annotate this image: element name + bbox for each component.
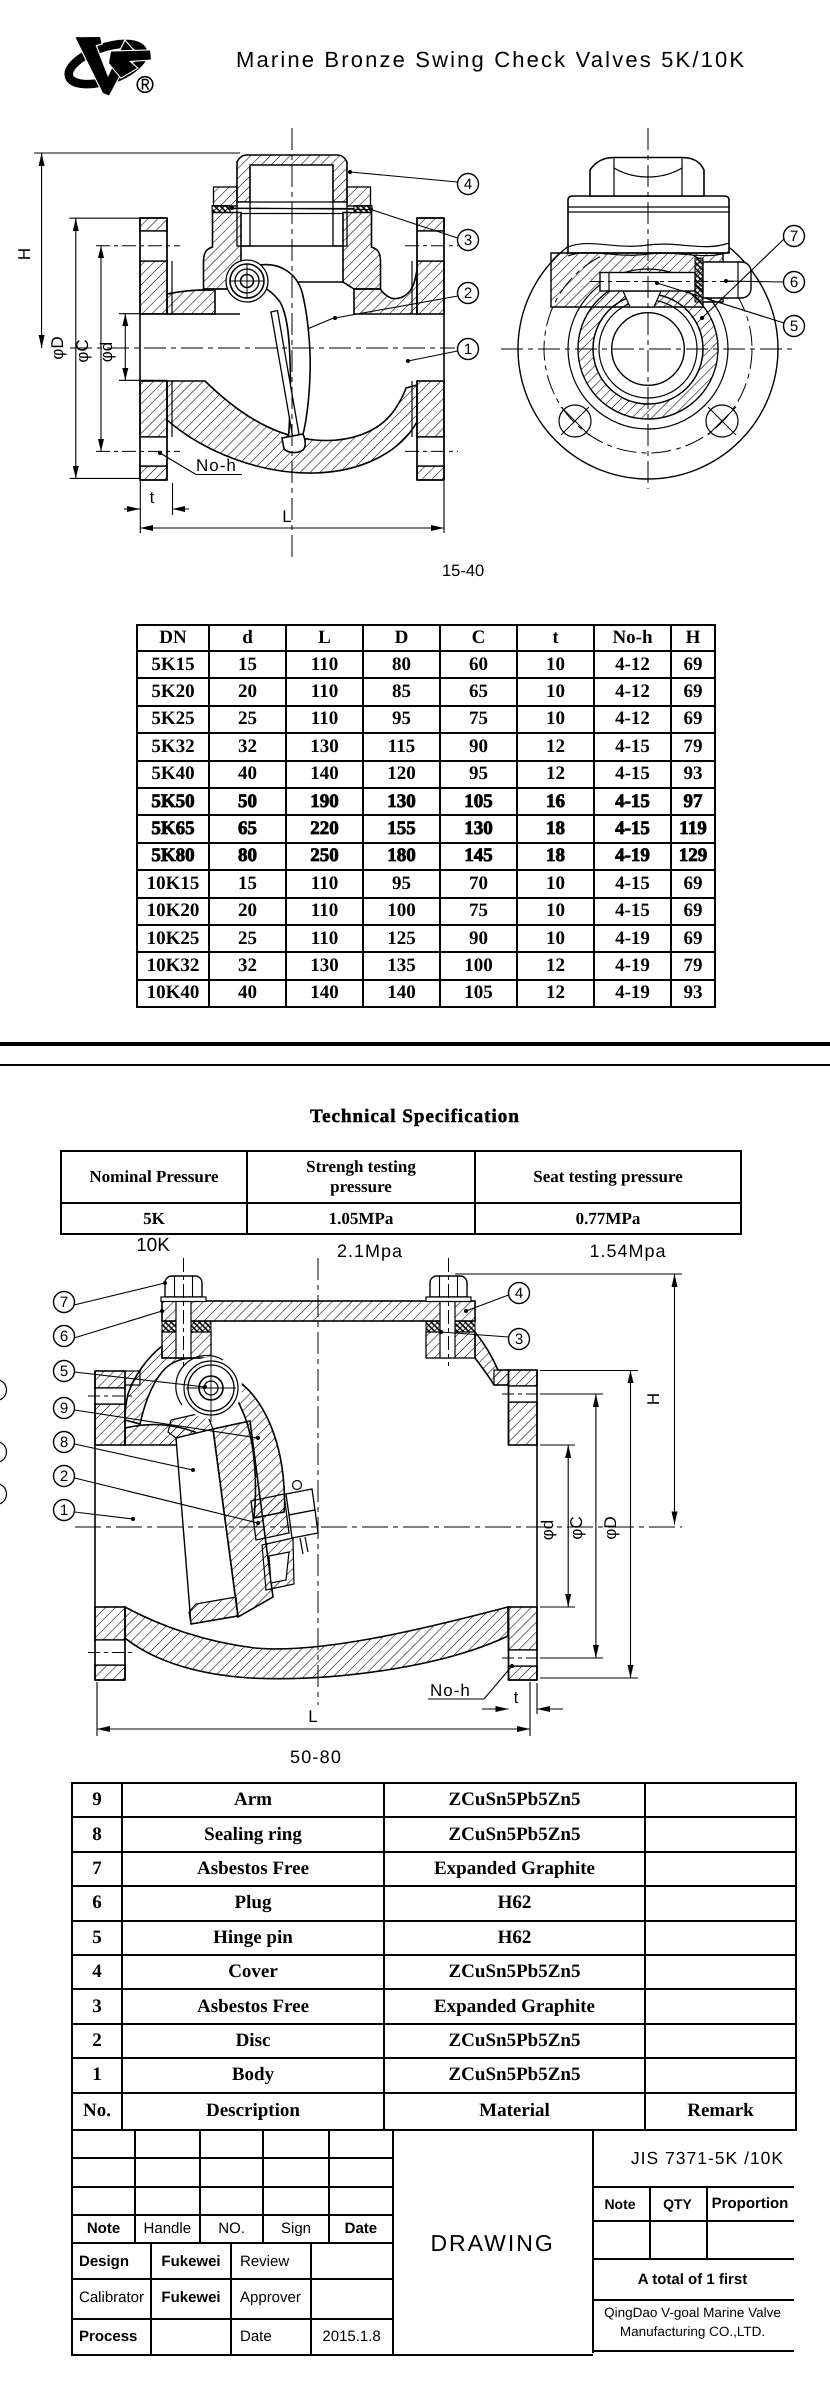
- svg-text:φD: φD: [601, 1516, 620, 1539]
- svg-text:5: 5: [60, 1363, 68, 1380]
- svg-text:9: 9: [60, 1400, 68, 1417]
- svg-text:t: t: [514, 1688, 519, 1707]
- svg-text:1: 1: [464, 341, 472, 358]
- svg-text:No-h: No-h: [430, 1681, 471, 1700]
- svg-text:6: 6: [60, 1328, 68, 1345]
- svg-text:1: 1: [60, 1502, 68, 1519]
- svg-text:15-40: 15-40: [442, 562, 484, 580]
- svg-text:7: 7: [60, 1294, 68, 1311]
- svg-text:φd: φd: [538, 1520, 557, 1540]
- svg-text:L: L: [308, 1707, 317, 1726]
- svg-text:50-80: 50-80: [290, 1747, 342, 1767]
- svg-text:5: 5: [790, 318, 798, 335]
- svg-text:7: 7: [790, 228, 798, 245]
- svg-text:2: 2: [60, 1468, 68, 1485]
- svg-text:φC: φC: [567, 1516, 586, 1539]
- svg-text:3: 3: [515, 1331, 523, 1348]
- svg-text:t: t: [150, 488, 155, 507]
- svg-text:φC: φC: [73, 339, 92, 362]
- svg-text:φd: φd: [97, 342, 116, 362]
- svg-text:8: 8: [60, 1434, 68, 1451]
- svg-text:H: H: [644, 1393, 663, 1405]
- svg-text:H: H: [15, 248, 34, 260]
- svg-text:4: 4: [464, 176, 472, 193]
- svg-text:L: L: [282, 507, 291, 526]
- svg-text:No-h: No-h: [196, 456, 237, 475]
- svg-text:6: 6: [790, 274, 798, 291]
- svg-text:2: 2: [464, 285, 472, 302]
- svg-text:φD: φD: [48, 336, 67, 359]
- svg-text:3: 3: [464, 232, 472, 249]
- svg-text:4: 4: [515, 1285, 523, 1302]
